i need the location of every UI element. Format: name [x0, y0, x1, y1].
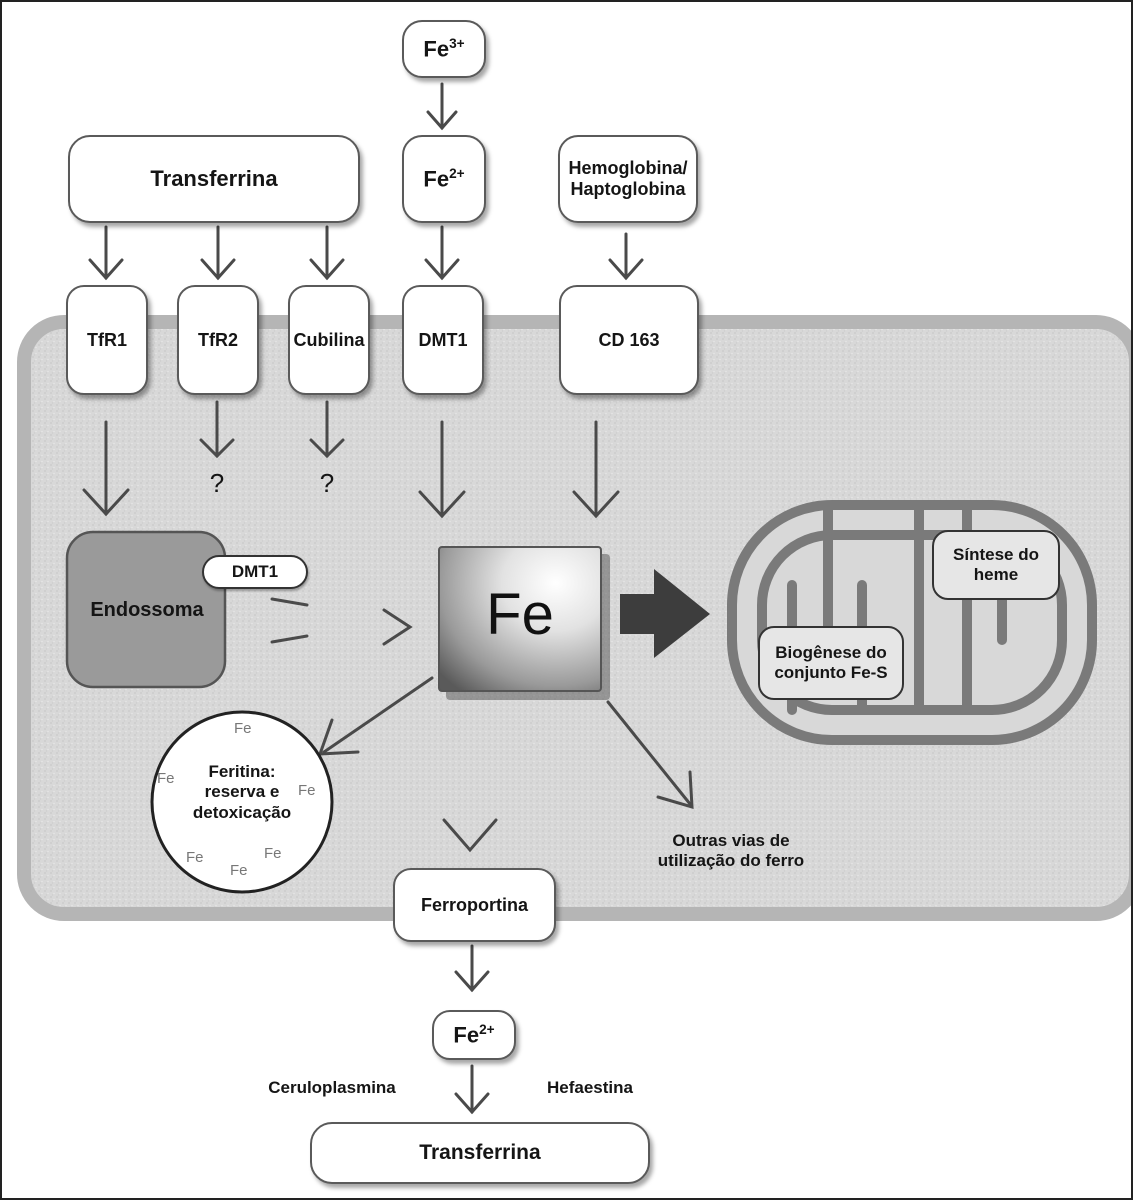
transferrina-bottom-label: Transferrina — [419, 1140, 541, 1164]
cd163-box: CD 163 — [559, 285, 699, 395]
ferritina-fe-mark: Fe — [264, 845, 282, 862]
fe-center-label: Fe — [486, 582, 554, 647]
ferritina-fe-mark: Fe — [157, 770, 175, 787]
hefaestina-label: Hefaestina — [547, 1078, 633, 1097]
tfr2-label: TfR2 — [198, 329, 238, 350]
hemoglobina-label: Hemoglobina/ Haptoglobina — [568, 158, 688, 199]
ferritina-label: Feritina: reserva e detoxicação — [192, 762, 292, 822]
cubilina-label: Cubilina — [293, 329, 365, 350]
endossoma-dmt1-label: DMT1 — [231, 562, 279, 582]
outras-vias-label: Outras vias de utilização do ferro — [657, 831, 805, 871]
tfr2-box: TfR2 — [177, 285, 259, 395]
transferrina-bottom-box: Transferrina — [310, 1122, 650, 1184]
ferritina-fe-mark: Fe — [230, 862, 248, 879]
fe3-label: Fe3+ — [423, 36, 465, 62]
intracell-arrows — [82, 400, 694, 1115]
transferrina-top-label: Transferrina — [150, 166, 278, 192]
tfr1-box: TfR1 — [66, 285, 148, 395]
tfr2-unknown-mark: ? — [209, 468, 225, 498]
cd163-label: CD 163 — [598, 329, 660, 350]
ferritina-fe-mark: Fe — [186, 849, 204, 866]
input-arrows — [88, 82, 644, 281]
hemoglobina-box: Hemoglobina/ Haptoglobina — [558, 135, 698, 223]
ferritina-fe-mark: Fe — [234, 720, 252, 737]
ferroportina-label: Ferroportina — [420, 894, 528, 915]
fe2-top-box: Fe2+ — [402, 135, 486, 223]
ceruloplasmina-label: Ceruloplasmina — [268, 1078, 396, 1097]
fe-center-box — [438, 546, 602, 692]
ferritina-circle — [150, 710, 334, 894]
fe2-bottom-label: Fe2+ — [453, 1022, 495, 1048]
endossoma-shape — [65, 530, 227, 689]
biogenese-label: Biogênese do conjunto Fe-S — [774, 643, 888, 682]
fe3-box: Fe3+ — [402, 20, 486, 78]
dmt1-receptor-box: DMT1 — [402, 285, 484, 395]
cubilina-box: Cubilina — [288, 285, 370, 395]
sintese-heme-box: Síntese do heme — [932, 530, 1060, 600]
ferroportina-box: Ferroportina — [393, 868, 556, 942]
sintese-heme-label: Síntese do heme — [953, 545, 1039, 584]
ferritina-fe-mark: Fe — [298, 782, 316, 799]
dmt1-receptor-label: DMT1 — [418, 329, 468, 350]
biogenese-box: Biogênese do conjunto Fe-S — [758, 626, 904, 700]
endossoma-label: Endossoma — [90, 599, 204, 621]
cubilina-unknown-mark: ? — [319, 468, 335, 498]
mitochondria-thick-arrow — [620, 569, 710, 658]
transferrina-top-box: Transferrina — [68, 135, 360, 223]
fe2-top-label: Fe2+ — [423, 166, 465, 192]
fe2-bottom-box: Fe2+ — [432, 1010, 516, 1060]
tfr1-label: TfR1 — [87, 329, 127, 350]
endossoma-dmt1-box: DMT1 — [202, 555, 308, 589]
